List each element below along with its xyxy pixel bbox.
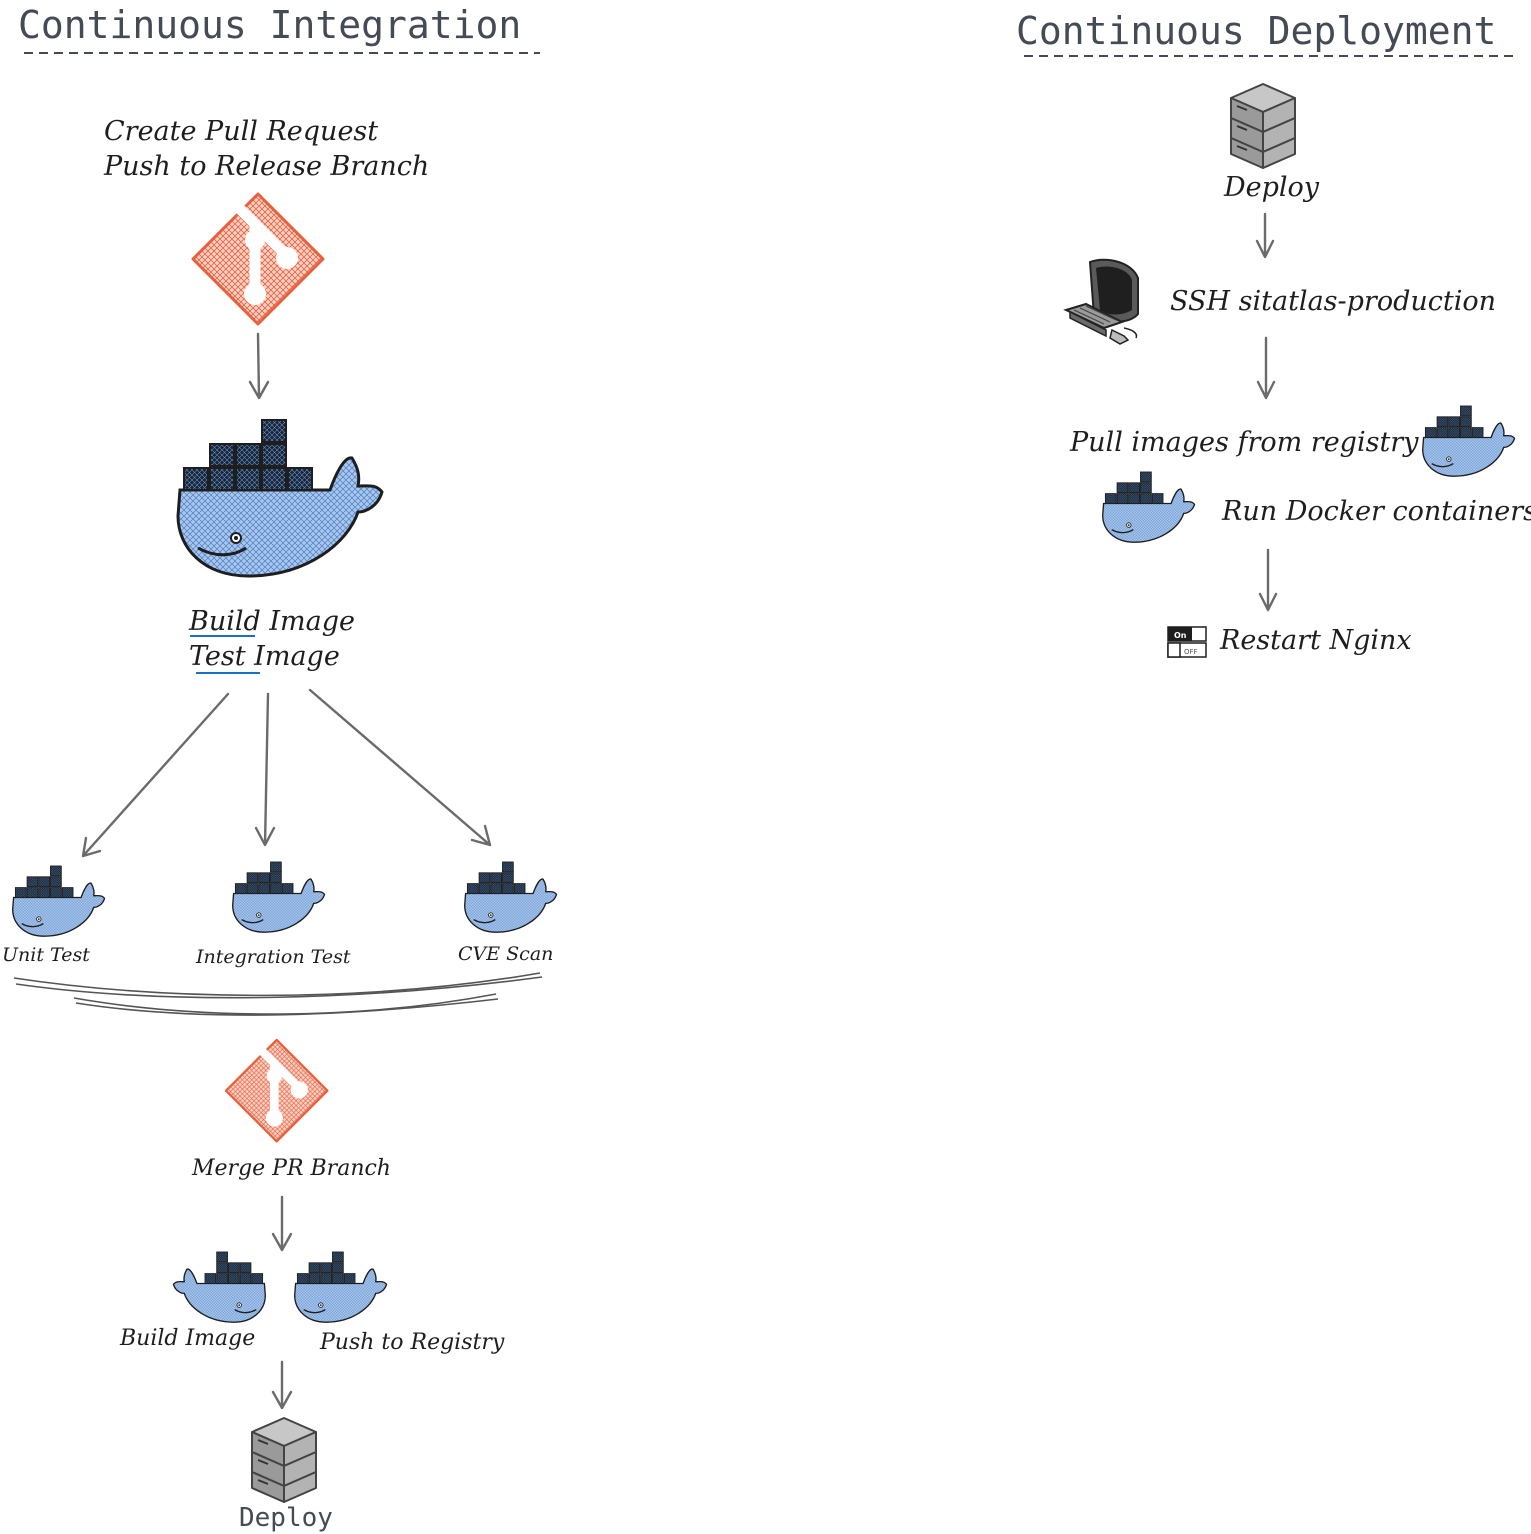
pr-label-line1: Create Pull Request [104, 116, 378, 147]
build-image-bottom-label: Build Image [119, 1326, 255, 1351]
switch-on-text: On [1174, 631, 1187, 640]
pull-label: Pull images from registry [1069, 427, 1419, 458]
build-image-label: Build Image [188, 606, 355, 637]
ci-title: Continuous Integration [18, 3, 521, 47]
git-icon [193, 194, 323, 324]
restart-label: Restart Nginx [1219, 625, 1412, 656]
arrow-ssh-to-pull [1256, 336, 1276, 400]
computer-terminal-icon [1063, 258, 1139, 345]
arrow-to-deploy [271, 1360, 293, 1410]
server-stack-icon [251, 1417, 317, 1503]
arrow-to-cve-scan [308, 688, 492, 847]
merge-label: Merge PR Branch [191, 1156, 391, 1181]
cd-title: Continuous Deployment [1016, 9, 1496, 53]
ci-deploy-label: Deploy [239, 1503, 333, 1533]
cve-scan-label: CVE Scan [458, 943, 553, 965]
cd-server-stack-icon [1230, 83, 1296, 169]
integration-test-docker-icon [232, 861, 326, 933]
ssh-label: SSH sitatlas-production [1170, 286, 1496, 317]
pull-docker-icon [1422, 405, 1516, 477]
run-label: Run Docker containers [1221, 496, 1531, 527]
arrow-to-unit-test [81, 692, 230, 858]
cve-scan-docker-icon [464, 861, 558, 933]
merge-git-icon [226, 1040, 327, 1141]
join-lines [13, 972, 543, 1016]
switch-off-text: OFF [1184, 648, 1198, 656]
unit-test-docker-icon [12, 865, 106, 937]
arrow-merge-to-build [271, 1195, 293, 1252]
build-image-docker-icon [172, 1251, 266, 1323]
docker-whale-icon [176, 418, 384, 578]
arrow-pr-to-build [248, 332, 270, 400]
arrow-deploy-to-ssh [1255, 212, 1275, 259]
pr-label-line2: Push to Release Branch [103, 151, 429, 182]
unit-test-label: Unit Test [2, 944, 90, 966]
arrow-to-integration-test [254, 692, 276, 847]
integration-test-label: Integration Test [195, 946, 351, 968]
cd-deploy-label: Deploy [1223, 172, 1320, 203]
push-registry-label: Push to Registry [319, 1330, 505, 1355]
test-image-label: Test Image [189, 641, 340, 672]
arrow-run-to-restart [1258, 548, 1278, 612]
toggle-switch-icon: On OFF [1167, 626, 1207, 658]
run-docker-icon [1102, 471, 1196, 543]
push-registry-docker-icon [294, 1251, 388, 1323]
